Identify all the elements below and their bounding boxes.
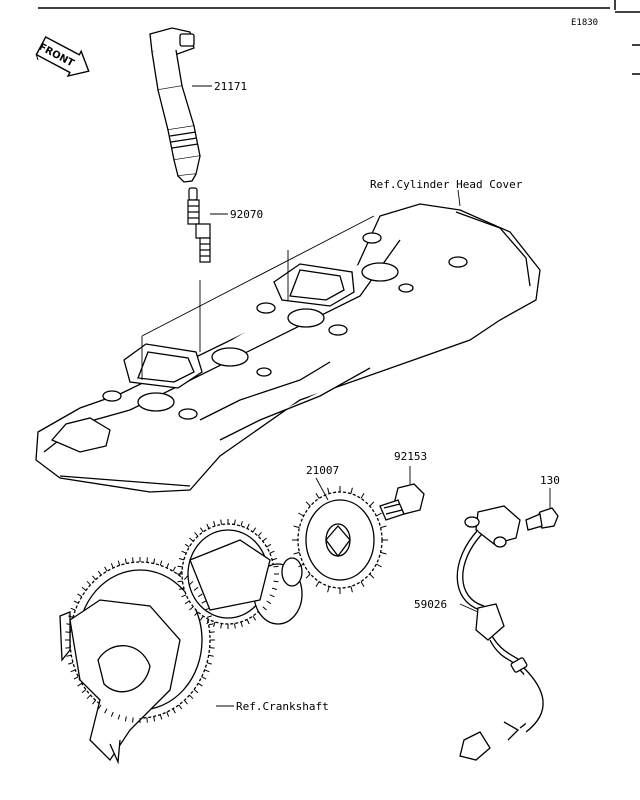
part-number-21171[interactable]: 21171: [214, 80, 247, 93]
part-number-92070[interactable]: 92070: [230, 208, 263, 221]
crank-gear-teeth-small: [177, 519, 279, 629]
figure-id: E1830: [571, 18, 599, 28]
part-labels: 21171 92070 21007 92153 130 59026 Ref.Cy…: [214, 80, 560, 713]
leader-lines: [141, 85, 551, 707]
rotor-bolt: [379, 483, 425, 521]
sensor-bolt: [525, 507, 559, 531]
crankshaft-sensor: [456, 505, 544, 761]
crank-gear-teeth-large: [65, 557, 215, 723]
spark-plug: [187, 187, 211, 263]
timing-rotor-teeth: [292, 486, 388, 594]
timing-rotor: [297, 491, 383, 589]
part-number-21007[interactable]: 21007: [306, 464, 339, 477]
page-frame: [38, 0, 640, 75]
part-number-130[interactable]: 130: [540, 474, 560, 487]
cylinder-head-cover: [35, 203, 541, 493]
part-number-92153[interactable]: 92153: [394, 450, 427, 463]
part-number-59026[interactable]: 59026: [414, 598, 447, 611]
front-arrow-icon: FRONT: [35, 36, 90, 78]
reference-crankshaft: Ref.Crankshaft: [236, 700, 329, 713]
ignition-coil: [149, 27, 201, 183]
crankshaft: [59, 523, 303, 765]
reference-cylinder-head-cover: Ref.Cylinder Head Cover: [370, 178, 523, 191]
